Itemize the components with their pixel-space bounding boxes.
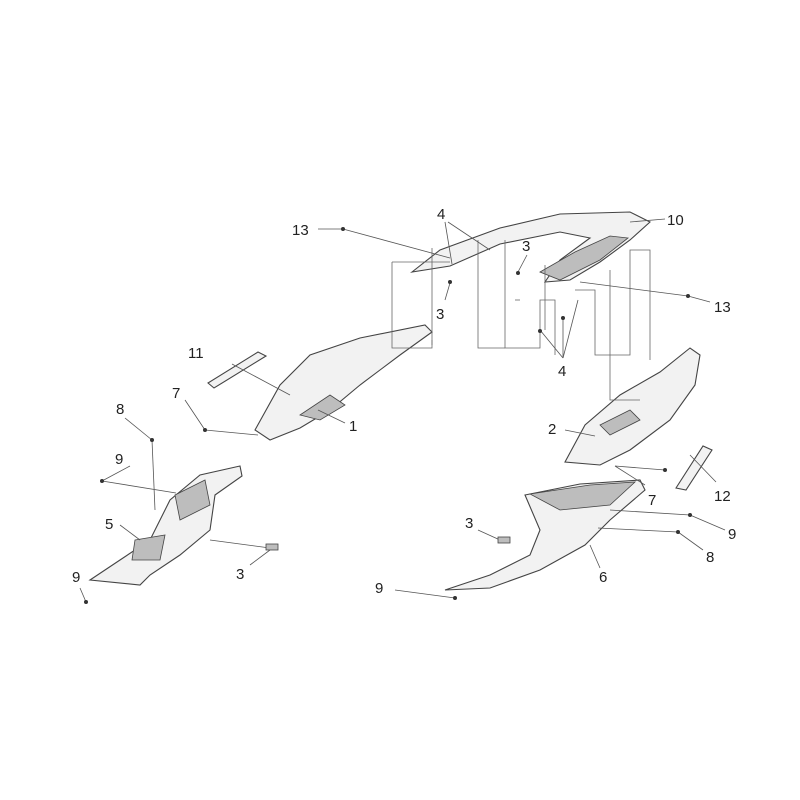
callout-4: 4	[437, 206, 445, 223]
callout-4: 4	[558, 363, 566, 380]
callout-1: 1	[349, 418, 357, 435]
callout-9: 9	[72, 569, 80, 586]
part-2-right-side-cover	[564, 347, 701, 466]
callout-3: 3	[522, 238, 530, 255]
callout-3: 3	[436, 306, 444, 323]
callout-5: 5	[105, 516, 113, 533]
part-12-strip	[675, 445, 713, 491]
assembly-guide-lines	[391, 240, 651, 401]
part-6-right-lower-cover	[444, 479, 646, 591]
part-10-rear-rail	[409, 211, 651, 283]
callout-12: 12	[714, 488, 731, 505]
callout-8: 8	[116, 401, 124, 418]
callout-3: 3	[465, 515, 473, 532]
callout-9: 9	[115, 451, 123, 468]
callout-labels: 13 4 3 10 3 13 4 11 7 1 2 12 7 8 9 5 3 9…	[72, 206, 736, 597]
callout-9: 9	[375, 580, 383, 597]
callout-3: 3	[236, 566, 244, 583]
callout-7: 7	[648, 492, 656, 509]
callout-2: 2	[548, 421, 556, 438]
callout-10: 10	[667, 212, 684, 229]
part-11-strip	[207, 351, 268, 389]
callout-9: 9	[728, 526, 736, 543]
callout-7: 7	[172, 385, 180, 402]
callout-8: 8	[706, 549, 714, 566]
fasteners	[84, 227, 692, 604]
callout-13: 13	[714, 299, 731, 316]
part-5-left-lower-cover	[88, 465, 243, 586]
callout-13: 13	[292, 222, 309, 239]
part-1-left-side-cover	[254, 324, 433, 441]
callout-6: 6	[599, 569, 607, 586]
callout-11: 11	[188, 345, 204, 362]
leader-lines	[79, 218, 726, 603]
